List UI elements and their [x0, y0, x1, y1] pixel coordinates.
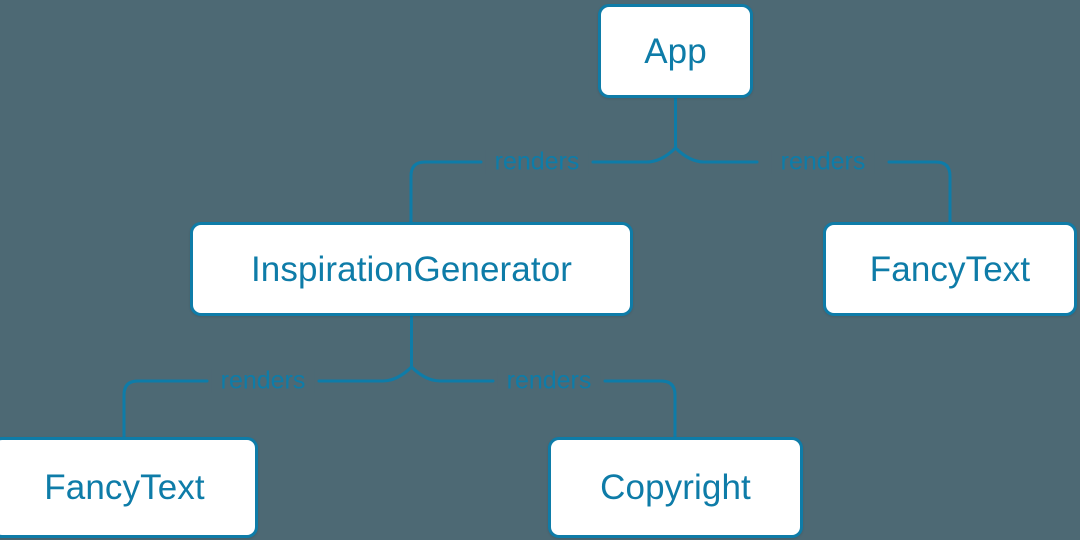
edge-inspiration-to-fancytext-right-segment [317, 365, 413, 383]
edge-label-app-to-fancytext: renders [771, 149, 875, 175]
edge-app-to-inspiration-left-segment [591, 146, 677, 164]
edge-app-to-fancytext-left-segment [674, 146, 759, 164]
edge-label-inspiration-generator-to-fancytext: renders [211, 368, 315, 394]
node-app[interactable]: App [598, 4, 753, 98]
node-fancytext-bottom[interactable]: FancyText [0, 437, 258, 538]
edge-inspiration-to-copyright-right-segment [603, 379, 677, 439]
node-inspiration-generator-label: InspirationGenerator [250, 249, 573, 289]
edge-label-inspiration-generator-to-copyright: renders [497, 368, 601, 394]
edge-inspiration-to-copyright-left-segment [410, 365, 495, 383]
node-app-label: App [644, 31, 707, 71]
node-fancytext-bottom-label: FancyText [44, 468, 205, 507]
node-fancytext-right[interactable]: FancyText [823, 222, 1077, 316]
edge-app-to-fancytext-right-segment [887, 160, 952, 224]
edge-inspiration-to-fancytext-left-segment [122, 379, 209, 439]
node-inspiration-generator[interactable]: InspirationGenerator [190, 222, 633, 316]
node-fancytext-right-label: FancyText [869, 249, 1031, 289]
node-copyright-label: Copyright [600, 468, 751, 507]
edge-app-to-inspiration-right-segment [409, 160, 483, 224]
edge-label-app-to-inspiration-generator: renders [485, 149, 589, 175]
node-copyright[interactable]: Copyright [548, 437, 803, 538]
